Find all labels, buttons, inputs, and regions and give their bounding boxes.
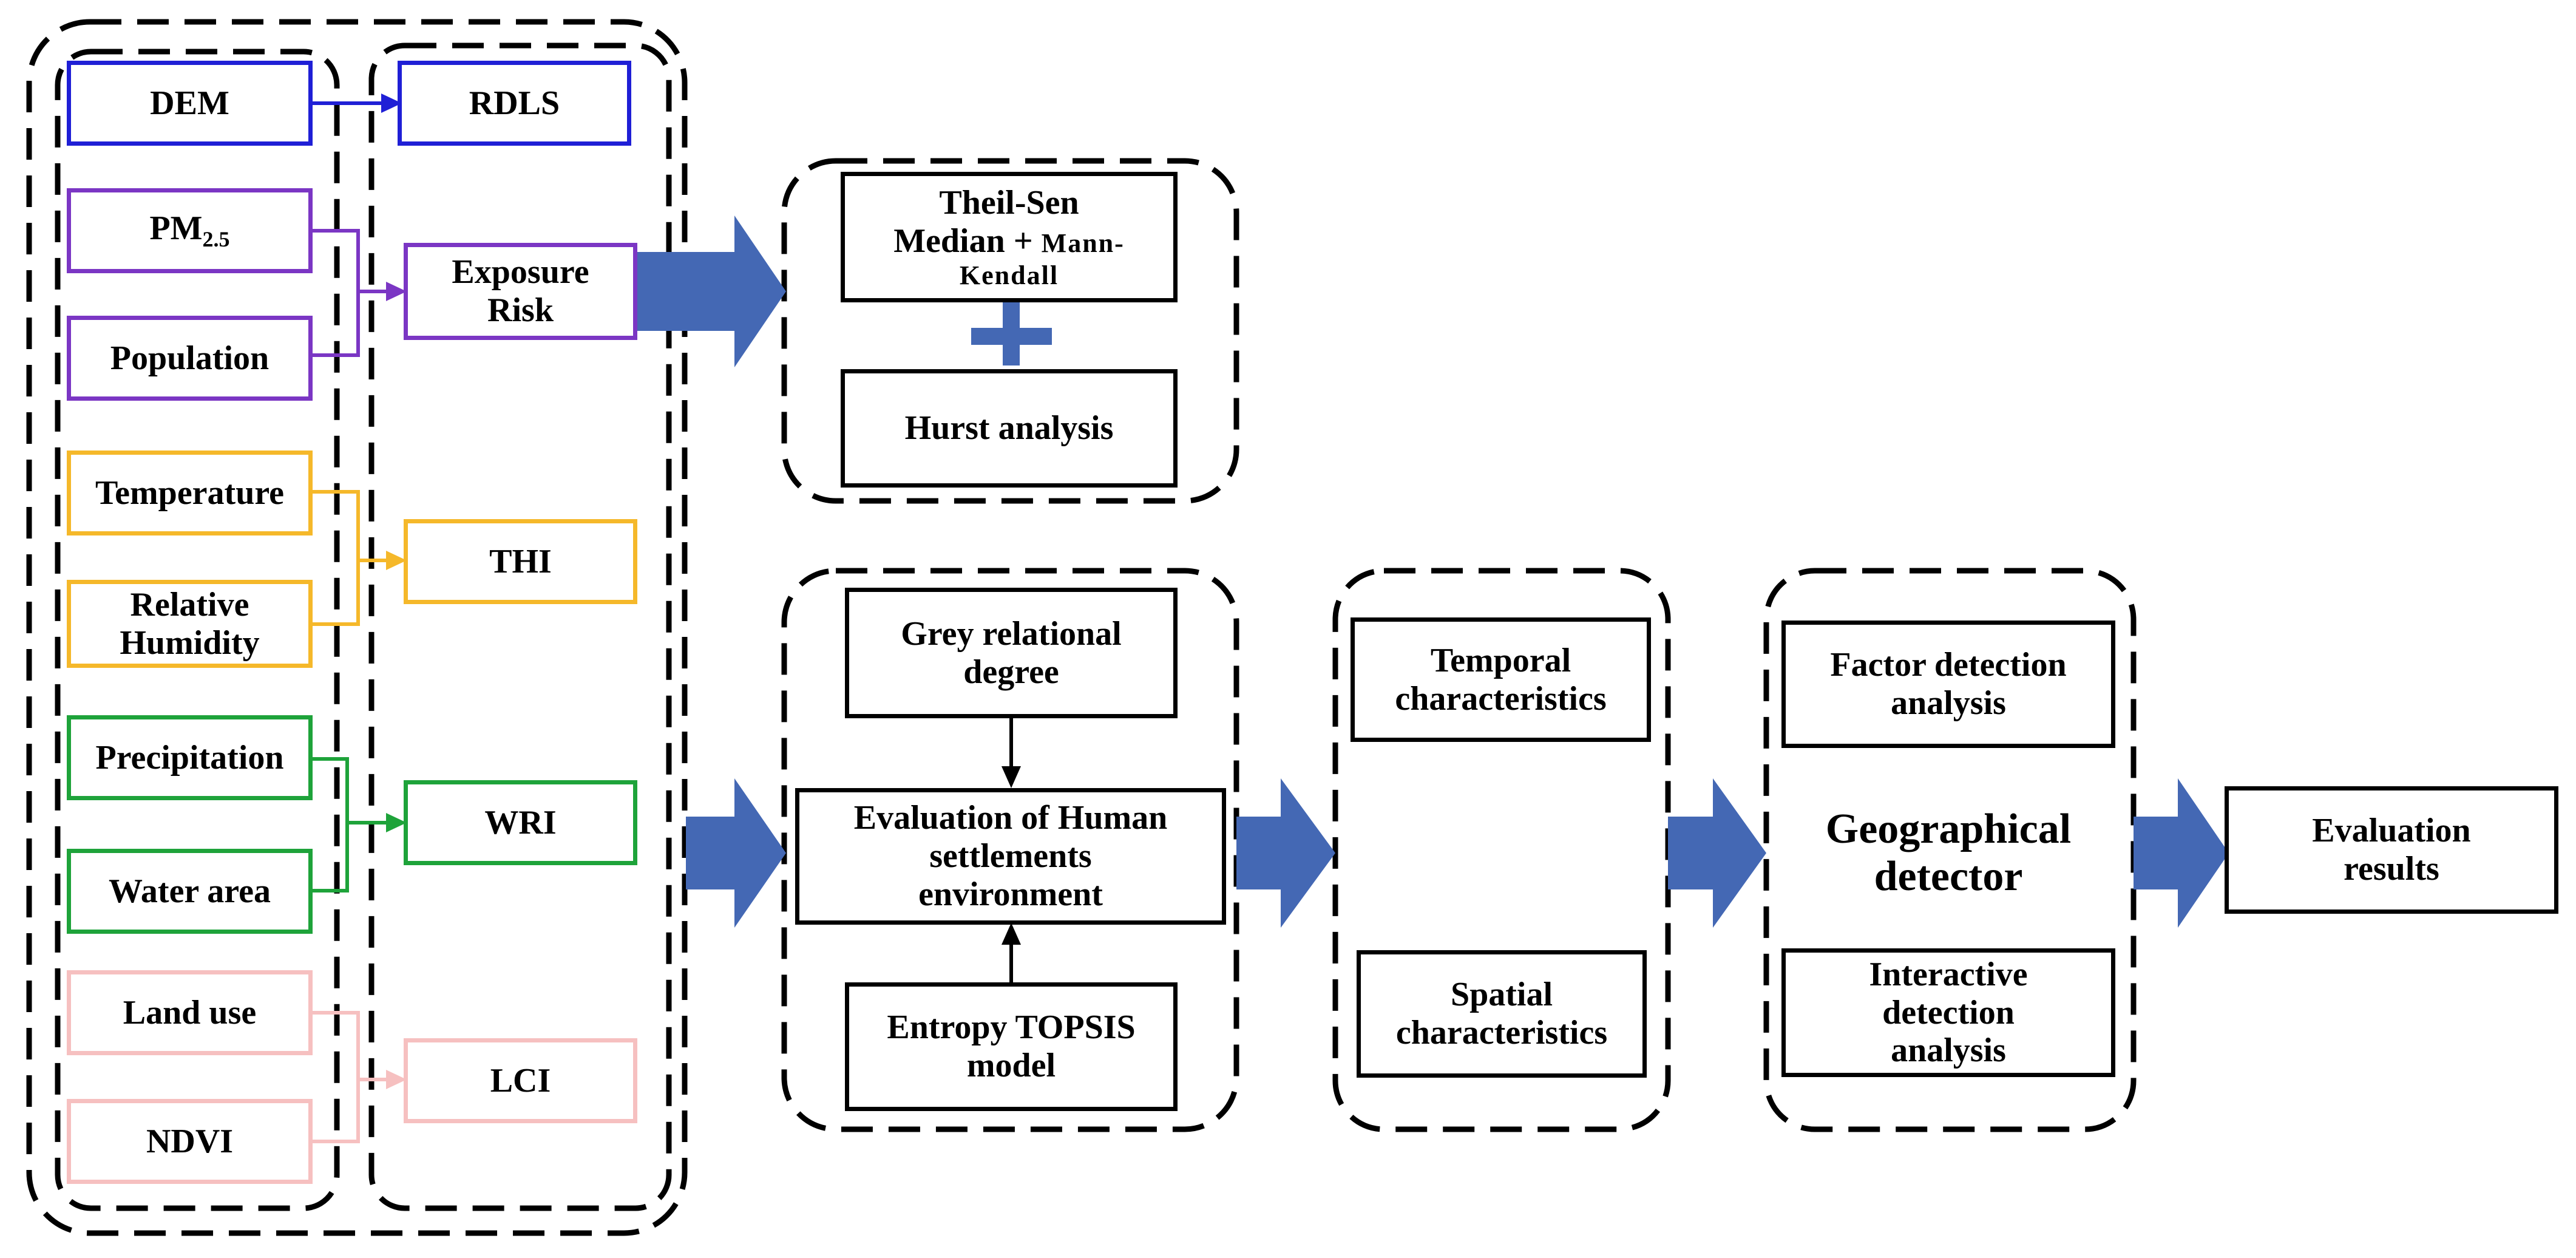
lci-label: LCI bbox=[490, 1061, 551, 1100]
theil-sen-line3: Kendall bbox=[959, 260, 1059, 290]
entropy-line2: model bbox=[966, 1047, 1056, 1084]
interactive-line1: Interactive bbox=[1869, 955, 2028, 993]
relative-humidity-line1: Relative bbox=[130, 585, 249, 624]
evaluation-group bbox=[781, 568, 1239, 1132]
hurst-box: Hurst analysis bbox=[841, 369, 1178, 488]
thi-box: THI bbox=[404, 519, 637, 604]
human-line3: environment bbox=[918, 875, 1103, 913]
entropy-topsis-box: Entropy TOPSIS model bbox=[845, 982, 1178, 1111]
hurst-label: Hurst analysis bbox=[904, 409, 1114, 447]
grey-line2: degree bbox=[963, 653, 1059, 691]
theil-sen-line2: Median + Mann- bbox=[893, 222, 1125, 260]
factor-line1: Factor detection bbox=[1830, 646, 2067, 684]
exposure-risk-box: Exposure Risk bbox=[404, 243, 637, 340]
interactive-line2: detection bbox=[1882, 993, 2015, 1032]
thi-label: THI bbox=[489, 542, 552, 580]
water-area-label: Water area bbox=[109, 872, 271, 910]
indicators-group bbox=[368, 42, 672, 1211]
ndvi-box: NDVI bbox=[67, 1099, 313, 1184]
pm25-subscript: 2.5 bbox=[202, 227, 230, 252]
spatial-line1: Spatial bbox=[1450, 976, 1553, 1014]
detector-title-line1: Geographical bbox=[1825, 805, 2072, 852]
spatial-line2: characteristics bbox=[1395, 1014, 1608, 1052]
population-label: Population bbox=[110, 339, 269, 377]
big-arrow-to-characteristics bbox=[1236, 778, 1335, 928]
trend-analysis-group bbox=[781, 158, 1239, 504]
population-box: Population bbox=[67, 316, 313, 401]
temporal-box: Temporal characteristics bbox=[1351, 617, 1651, 742]
human-settlements-box: Evaluation of Human settlements environm… bbox=[795, 788, 1226, 925]
lci-arrowhead bbox=[386, 1070, 407, 1089]
grey-arrowhead bbox=[1002, 766, 1021, 788]
temporal-line2: characteristics bbox=[1395, 679, 1607, 718]
factor-line2: analysis bbox=[1891, 684, 2006, 722]
rdls-label: RDLS bbox=[469, 84, 560, 122]
exposure-arrowhead bbox=[386, 282, 407, 301]
mann-label: Mann- bbox=[1041, 228, 1125, 258]
inputs-data-group bbox=[55, 49, 340, 1211]
pm25-label: PM2.5 bbox=[149, 209, 230, 252]
temporal-line1: Temporal bbox=[1430, 641, 1571, 679]
exposure-risk-line2: Risk bbox=[487, 291, 554, 329]
theil-sen-line1: Theil-Sen bbox=[939, 184, 1079, 222]
inputs-outer-group bbox=[26, 19, 688, 1236]
lci-box: LCI bbox=[404, 1038, 637, 1123]
human-line1: Evaluation of Human bbox=[853, 799, 1168, 837]
geographical-detector-title: Geographical detector bbox=[1778, 777, 2118, 929]
wri-box: WRI bbox=[404, 780, 637, 865]
grey-line1: Grey relational bbox=[901, 614, 1122, 653]
big-arrow-to-results bbox=[2134, 778, 2229, 928]
big-arrow-to-detector bbox=[1668, 778, 1766, 928]
factor-detection-box: Factor detection analysis bbox=[1781, 620, 2115, 748]
land-use-label: Land use bbox=[123, 993, 257, 1032]
pm-exposure-connector bbox=[310, 229, 360, 357]
big-arrow-to-evaluation bbox=[686, 778, 786, 928]
relative-humidity-box: Relative Humidity bbox=[67, 580, 313, 668]
human-line2: settlements bbox=[929, 837, 1092, 875]
detector-title-line2: detector bbox=[1874, 853, 2023, 900]
results-line2: results bbox=[2344, 850, 2439, 888]
big-arrow-to-trend bbox=[634, 216, 786, 367]
thi-connector-bracket bbox=[310, 490, 360, 626]
pm25-box: PM2.5 bbox=[67, 188, 313, 273]
theil-sen-box: Theil-Sen Median + Mann- Kendall bbox=[841, 172, 1178, 302]
wri-connector-bracket bbox=[310, 757, 349, 892]
wri-label: WRI bbox=[484, 803, 557, 841]
water-area-box: Water area bbox=[67, 849, 313, 934]
exposure-risk-line1: Exposure bbox=[452, 253, 589, 291]
thi-arrowhead bbox=[386, 551, 407, 570]
wri-arrowhead bbox=[386, 813, 407, 832]
evaluation-results-box: Evaluation results bbox=[2225, 786, 2558, 914]
plus-sign-vertical bbox=[1003, 298, 1020, 365]
dem-label: DEM bbox=[150, 84, 229, 122]
dem-arrowhead bbox=[381, 93, 402, 113]
interactive-line3: analysis bbox=[1891, 1032, 2006, 1070]
lci-connector-bracket bbox=[310, 1011, 360, 1143]
dem-box: DEM bbox=[67, 61, 313, 146]
spatial-box: Spatial characteristics bbox=[1357, 950, 1647, 1078]
grey-relational-box: Grey relational degree bbox=[845, 588, 1178, 718]
temperature-box: Temperature bbox=[67, 450, 313, 536]
relative-humidity-line2: Humidity bbox=[120, 624, 260, 662]
land-use-box: Land use bbox=[67, 970, 313, 1055]
results-line1: Evaluation bbox=[2312, 812, 2471, 850]
ndvi-label: NDVI bbox=[146, 1122, 234, 1160]
entropy-line1: Entropy TOPSIS bbox=[887, 1008, 1136, 1047]
interactive-detection-box: Interactive detection analysis bbox=[1781, 948, 2115, 1077]
precipitation-label: Precipitation bbox=[95, 738, 284, 777]
entropy-arrowhead bbox=[1002, 923, 1021, 945]
rdls-box: RDLS bbox=[398, 61, 631, 146]
precipitation-box: Precipitation bbox=[67, 715, 313, 800]
temperature-label: Temperature bbox=[95, 474, 285, 512]
